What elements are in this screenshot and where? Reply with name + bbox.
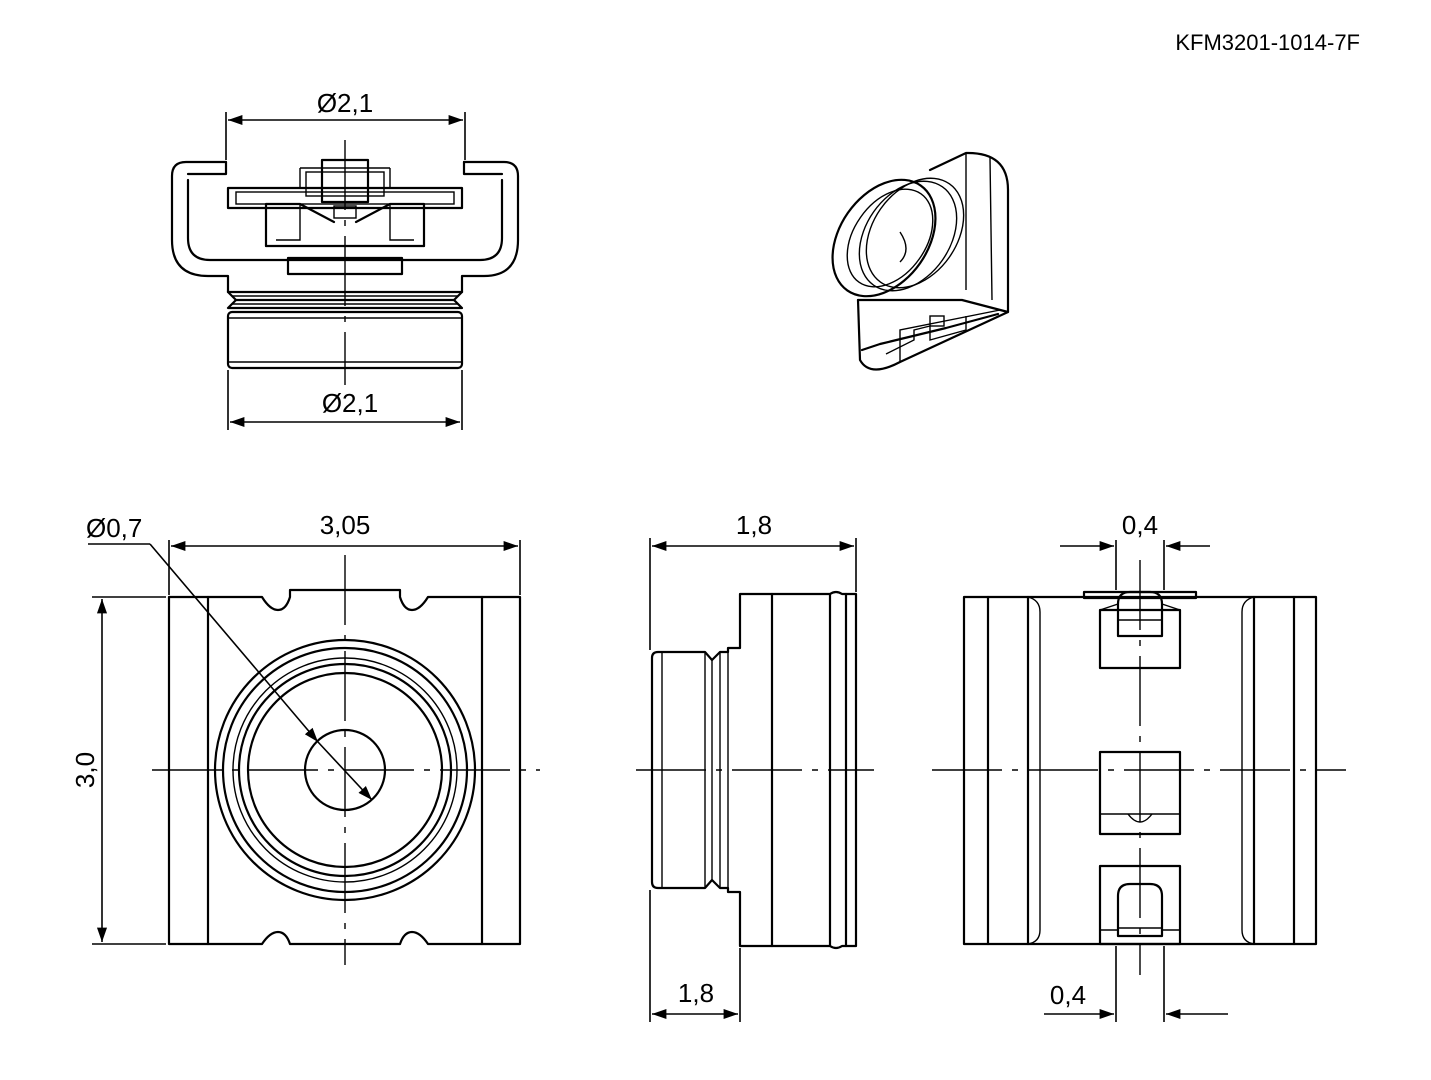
dim-back-slot-upper: 0,4 [1122, 510, 1158, 540]
dim-front-width: 3,05 [320, 510, 371, 540]
dim-side-depth-upper: 1,8 [736, 510, 772, 540]
front-view [152, 555, 540, 965]
back-view-dimensions: 0,4 0,4 [1044, 510, 1228, 1022]
dim-hole-diameter: Ø0,7 [86, 513, 142, 543]
dim-top-diameter-lower: Ø2,1 [322, 388, 378, 418]
isometric-view [831, 151, 1010, 371]
top-view-dimensions: Ø2,1 Ø2,1 [225, 88, 466, 430]
dim-front-height: 3,0 [70, 752, 100, 788]
part-number: KFM3201-1014-7F [1175, 30, 1360, 55]
side-view-dimensions: 1,8 1,8 [649, 510, 857, 1022]
back-view [932, 560, 1346, 975]
top-view [170, 140, 520, 385]
dim-top-diameter-upper: Ø2,1 [317, 88, 373, 118]
front-view-dimensions: 3,05 3,0 Ø0,7 [70, 510, 521, 945]
side-view [636, 590, 874, 950]
dim-back-slot-lower: 0,4 [1050, 980, 1086, 1010]
dim-side-depth-lower: 1,8 [678, 978, 714, 1008]
